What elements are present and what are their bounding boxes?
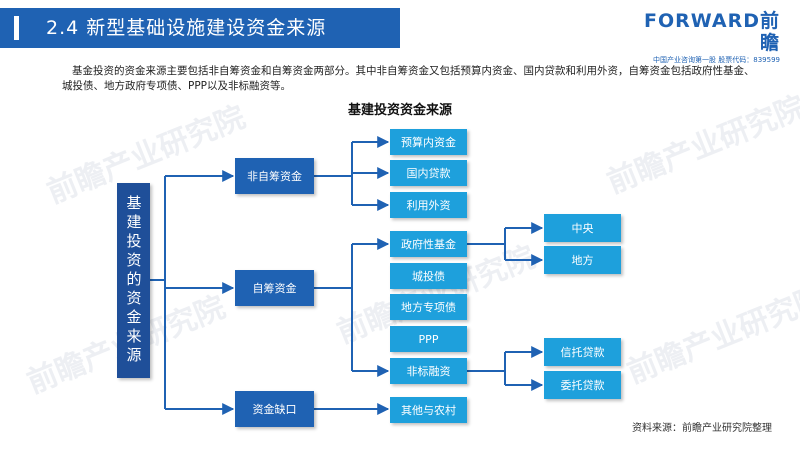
- source-note: 资料来源：前瞻产业研究院整理: [632, 423, 772, 434]
- node-non-self-funds: 非自筹资金: [235, 158, 314, 194]
- title-marker: [14, 16, 19, 40]
- logo: FORWARD前瞻 中国产业咨询第一股 股票代码：839599: [630, 10, 780, 65]
- title-bar: 2.4 新型基础设施建设资金来源: [0, 8, 400, 48]
- node-domestic-loans: 国内贷款: [390, 160, 467, 186]
- node-special-bonds: 地方专项债: [390, 294, 467, 320]
- node-central: 中央: [544, 214, 621, 242]
- node-entrusted-loans: 委托贷款: [544, 371, 621, 399]
- page-title: 2.4 新型基础设施建设资金来源: [46, 17, 327, 39]
- header: 2.4 新型基础设施建设资金来源 FORWARD前瞻 中国产业咨询第一股 股票代…: [0, 0, 800, 64]
- intro-paragraph: 基金投资的资金来源主要包括非自筹资金和自筹资金两部分。其中非自筹资金又包括预算内…: [62, 65, 755, 92]
- node-other-rural: 其他与农村: [390, 397, 467, 423]
- node-ppp: PPP: [390, 326, 467, 352]
- node-urban-bonds: 城投债: [390, 263, 467, 289]
- node-funding-gap: 资金缺口: [235, 391, 314, 427]
- node-gov-fund: 政府性基金: [390, 231, 467, 257]
- diagram-title: 基建投资资金来源: [347, 103, 452, 118]
- node-non-standard-financing: 非标融资: [390, 358, 467, 384]
- node-trust-loans: 信托贷款: [544, 338, 621, 366]
- logo-tagline: 中国产业咨询第一股 股票代码：839599: [653, 56, 780, 64]
- node-foreign-capital: 利用外资: [390, 192, 467, 218]
- node-self-funds: 自筹资金: [235, 270, 314, 306]
- logo-wordmark: FORWARD前瞻: [644, 10, 780, 54]
- node-local: 地方: [544, 246, 621, 274]
- node-budget-funds: 预算内资金: [390, 129, 467, 155]
- root-node: 基建投资的资金来源: [117, 183, 150, 378]
